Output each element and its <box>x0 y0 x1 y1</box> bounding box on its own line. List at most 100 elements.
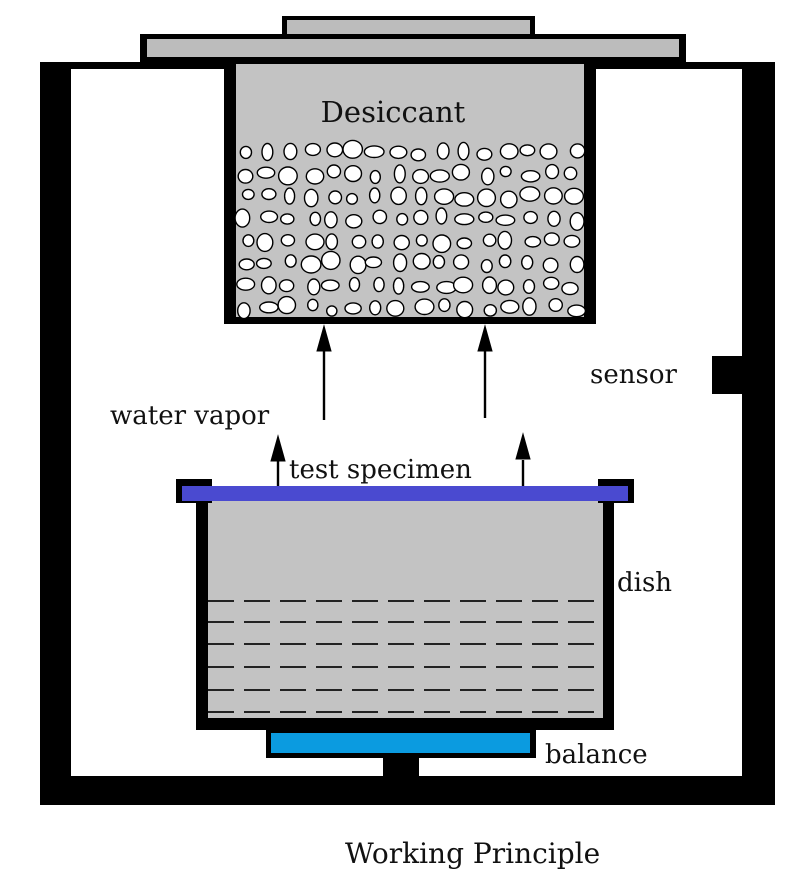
desiccant-granule <box>256 166 276 179</box>
desiccant-granule <box>320 279 340 292</box>
desiccant-granule <box>548 298 564 313</box>
desiccant-granule <box>280 233 296 247</box>
desiccant-granule <box>569 255 585 274</box>
desiccant-granule <box>478 211 494 223</box>
desiccant-granule <box>454 191 475 207</box>
desiccant-granule <box>563 234 581 248</box>
desiccant-granule <box>305 233 325 251</box>
desiccant-granule <box>323 211 338 229</box>
desiccant-granule <box>326 142 344 158</box>
desiccant-granule <box>373 276 385 293</box>
desiccant-granule <box>283 142 298 161</box>
desiccant-granule <box>242 234 255 248</box>
desiccant-granule <box>414 298 435 316</box>
desiccant-granule <box>454 213 475 226</box>
desiccant-granule <box>393 164 406 184</box>
sensor: sensor <box>590 356 746 394</box>
desiccant-granule <box>279 213 295 225</box>
desiccant-granule <box>563 166 578 181</box>
water-vapor-label: water vapor <box>110 401 270 431</box>
desiccant-granule <box>543 187 563 205</box>
desiccant-granule <box>348 276 361 292</box>
dish-body <box>208 492 603 718</box>
desiccant-granule <box>389 145 408 160</box>
lid-plate <box>147 39 679 57</box>
desiccant-granule <box>519 186 541 202</box>
desiccant-granule <box>497 230 513 250</box>
desiccant-granule <box>539 143 558 160</box>
desiccant-granule <box>300 255 322 274</box>
desiccant-granule <box>328 190 343 205</box>
desiccant-granule <box>456 237 473 250</box>
desiccant-granule <box>255 257 272 270</box>
desiccant-granule <box>258 301 279 314</box>
chamber-floor <box>40 776 775 805</box>
desiccant-granule <box>372 209 388 225</box>
desiccant-granule <box>278 279 295 293</box>
desiccant-granule <box>345 192 359 205</box>
test-specimen: test specimen <box>182 455 628 501</box>
sensor-label: sensor <box>590 360 677 390</box>
desiccant-granule <box>392 277 405 295</box>
vapor-arrow-upper-right <box>477 324 493 418</box>
desiccant-granule <box>499 165 512 178</box>
chamber-top-right <box>580 62 775 69</box>
balance-stem <box>383 756 419 780</box>
test-specimen-membrane <box>182 486 628 501</box>
desiccant-granule <box>561 281 579 296</box>
desiccant-granule <box>523 210 538 225</box>
desiccant-granule <box>368 187 381 204</box>
desiccant-granule <box>256 232 274 253</box>
desiccant-granule <box>520 169 541 183</box>
desiccant-granule <box>456 300 474 319</box>
desiccant-granule <box>412 168 430 185</box>
desiccant-granule <box>432 234 452 254</box>
desiccant-granule <box>410 280 430 293</box>
sensor-block <box>712 356 746 394</box>
desiccant-granule <box>277 295 297 315</box>
desiccant-granule <box>364 256 383 269</box>
desiccant-granule <box>342 139 364 159</box>
desiccant-granule <box>500 299 520 314</box>
desiccant-granule <box>369 169 381 185</box>
desiccant-granule <box>452 254 470 270</box>
desiccant-granule <box>480 259 493 274</box>
desiccant-granule <box>241 188 255 201</box>
desiccant-granule <box>415 234 428 247</box>
desiccant-container: Desiccant <box>224 62 596 324</box>
desiccant-label: Desiccant <box>321 95 466 129</box>
desiccant-granule <box>482 233 497 247</box>
desiccant-granule <box>234 208 251 228</box>
desiccant-granule <box>345 213 363 229</box>
desiccant-granule <box>481 276 498 295</box>
desiccant-granule <box>371 234 385 249</box>
desiccant-granule <box>306 298 319 312</box>
desiccant-granule <box>369 300 382 316</box>
desiccant-granule <box>547 210 561 228</box>
desiccant-granule <box>521 254 534 270</box>
dish-label: dish <box>617 568 672 598</box>
desiccant-granule <box>309 211 322 227</box>
desiccant-granule <box>432 254 446 269</box>
desiccant-granule <box>476 188 497 208</box>
chamber-top-left <box>40 62 236 69</box>
desiccant-granule <box>524 235 542 248</box>
desiccant-granule <box>393 234 411 251</box>
desiccant-granule <box>303 188 319 208</box>
desiccant-granule <box>320 250 341 271</box>
dish: dish <box>176 479 672 730</box>
desiccant-granule <box>261 142 274 162</box>
desiccant-granule <box>390 186 407 206</box>
desiccant-granule <box>414 186 428 206</box>
desiccant-granule <box>304 142 322 157</box>
desiccant-granule <box>284 254 297 268</box>
desiccant-granule <box>351 234 367 249</box>
desiccant-granule <box>283 187 296 205</box>
desiccant-granules <box>234 139 587 320</box>
desiccant-granule <box>363 145 385 159</box>
desiccant-granule <box>498 254 512 269</box>
desiccant-granule <box>349 255 367 275</box>
desiccant-granule <box>344 302 362 315</box>
balance: balance <box>266 730 648 780</box>
